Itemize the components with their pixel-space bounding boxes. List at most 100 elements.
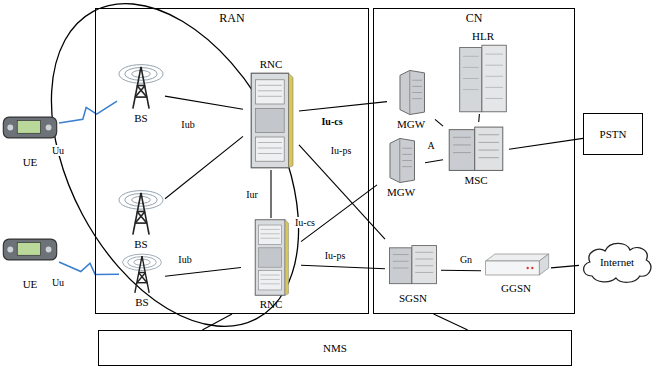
interface-label: Iur xyxy=(245,189,259,200)
node-label: UE xyxy=(1,156,59,168)
interface-line xyxy=(301,185,377,242)
mgw-server: MGW xyxy=(377,136,425,198)
interface-label: Iub xyxy=(177,254,192,265)
text-holder: BS xyxy=(117,238,165,250)
pstn-box: PSTN xyxy=(583,113,643,155)
radio-link xyxy=(59,262,119,275)
node-label: BS xyxy=(117,112,165,124)
interface-line xyxy=(270,170,271,218)
node-label: CN xyxy=(374,11,574,25)
hlr-icon xyxy=(455,43,511,114)
node-label: MSC xyxy=(443,174,509,186)
text-holder: Internet xyxy=(579,256,654,268)
internet-cloud: Internet xyxy=(579,238,654,286)
interface-label: Iu-cs xyxy=(294,217,316,228)
msc-server: MSC xyxy=(443,122,509,186)
node-label: MGW xyxy=(387,118,435,130)
sgsn-server: SGSN xyxy=(385,236,441,304)
cn-region: CN HLR MGW MGW MSC SGSN GGSN xyxy=(373,8,575,314)
interface-line xyxy=(441,270,481,272)
text-holder: BS xyxy=(117,112,165,124)
mgw-server: MGW xyxy=(387,68,435,130)
node-label: PSTN xyxy=(584,128,642,140)
msc-drawing xyxy=(385,236,441,291)
rnc-cabinet: RNC xyxy=(241,218,301,310)
text-holder: CN xyxy=(374,11,574,25)
interface-label: Gn xyxy=(459,254,473,265)
base-station: BS xyxy=(117,60,165,124)
rnc-icon xyxy=(243,71,299,170)
interface-label: Iu-ps xyxy=(330,145,353,156)
msc-icon xyxy=(443,122,509,173)
node-label: BS xyxy=(117,238,165,250)
msc-drawing xyxy=(443,122,509,173)
bs-icon xyxy=(117,186,165,237)
ue-drawing xyxy=(1,222,59,277)
text-holder: NMS xyxy=(99,342,571,354)
interface-line xyxy=(202,314,232,330)
node-label: Internet xyxy=(579,256,654,268)
text-holder: RNC xyxy=(243,58,299,70)
mgw-icon xyxy=(387,68,435,117)
interface-label: Iu-cs xyxy=(320,116,343,127)
bs-drawing xyxy=(119,250,165,295)
mgw-drawing xyxy=(387,68,435,117)
node-label: MGW xyxy=(377,186,425,198)
bs-icon xyxy=(119,250,165,295)
interface-line xyxy=(425,160,443,163)
ggsn-icon xyxy=(481,248,551,281)
interface-label: Uu xyxy=(51,277,65,288)
hlr-drawing xyxy=(455,43,511,114)
node-label: BS xyxy=(119,296,165,308)
interface-line xyxy=(435,119,443,126)
interface-line xyxy=(165,96,243,109)
node-label: NMS xyxy=(99,342,571,354)
text-holder: HLR xyxy=(455,30,511,42)
node-label: HLR xyxy=(455,30,511,42)
bs-icon xyxy=(117,60,165,111)
msc-icon xyxy=(385,236,441,291)
interface-line xyxy=(434,314,468,330)
text-holder: UE xyxy=(1,156,59,168)
node-label: RNC xyxy=(243,58,299,70)
radio-link xyxy=(59,101,117,123)
interface-line xyxy=(165,136,243,198)
node-label: RNC xyxy=(241,298,301,310)
interface-line xyxy=(165,268,241,277)
node-label: SGSN xyxy=(385,292,441,304)
mgw-drawing xyxy=(377,136,425,185)
rnc-cabinet: RNC xyxy=(243,58,299,170)
text-holder: SGSN xyxy=(385,292,441,304)
interface-label: Uu xyxy=(51,145,65,156)
ue-icon xyxy=(1,222,59,277)
nms-box: NMS xyxy=(98,330,572,366)
text-holder: MGW xyxy=(377,186,425,198)
text-holder: RAN xyxy=(96,11,368,25)
base-station: BS xyxy=(117,186,165,250)
ggsn-router: GGSN xyxy=(481,248,551,294)
mgw-icon xyxy=(377,136,425,185)
ue-terminal: UE xyxy=(1,100,59,168)
text-holder: GGSN xyxy=(481,282,551,294)
text-holder: BS xyxy=(119,296,165,308)
hlr-server: HLR xyxy=(455,30,511,114)
text-holder: PSTN xyxy=(584,128,642,140)
interface-label: A xyxy=(426,140,435,151)
node-label: GGSN xyxy=(481,282,551,294)
ran-region: RAN BS RNC BS BS RNC xyxy=(95,8,369,314)
interface-line xyxy=(509,138,583,149)
interface-label: Iu-ps xyxy=(324,250,347,261)
bs-drawing xyxy=(117,186,165,237)
text-holder: MGW xyxy=(387,118,435,130)
bs-drawing xyxy=(117,60,165,111)
interface-label: Iub xyxy=(180,119,195,130)
base-station: BS xyxy=(119,250,165,308)
text-holder: RNC xyxy=(241,298,301,310)
node-label: RAN xyxy=(96,11,368,25)
text-holder: MSC xyxy=(443,174,509,186)
interface-line xyxy=(478,114,480,122)
rnc-icon xyxy=(241,218,301,297)
ggsn-drawing xyxy=(481,248,551,281)
rnc-drawing xyxy=(241,218,301,297)
rnc-drawing xyxy=(243,71,299,170)
